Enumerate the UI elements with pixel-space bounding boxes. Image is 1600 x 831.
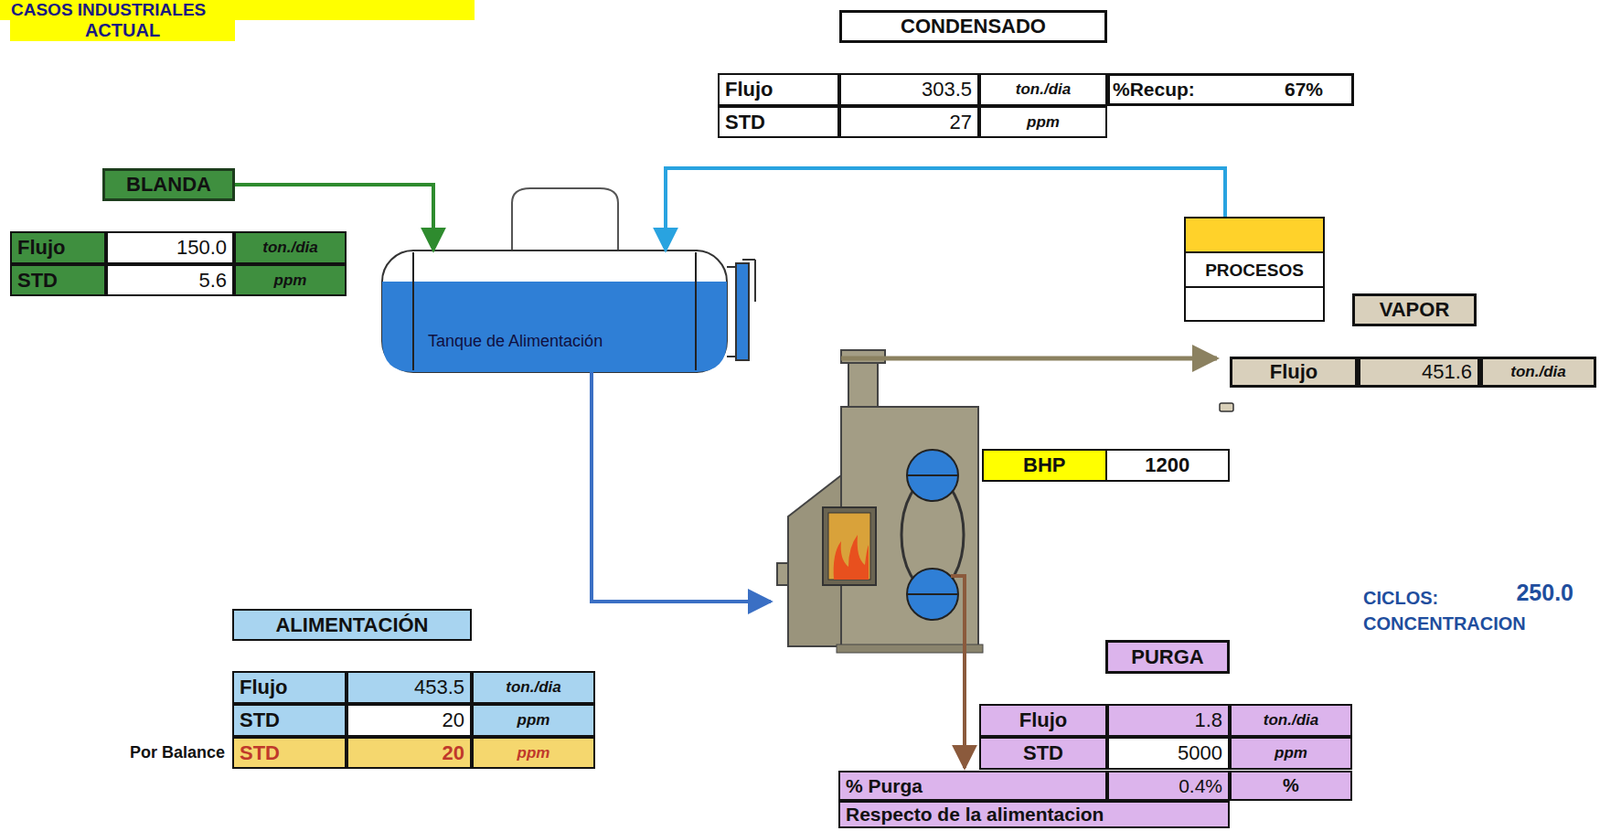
node-text: BLANDA <box>126 172 212 197</box>
table-cell: Flujo <box>979 704 1108 737</box>
node-text: VAPOR <box>1379 298 1451 322</box>
table-cell: 20 <box>346 704 472 737</box>
purge-line <box>950 576 965 768</box>
table-cell: ton./dia <box>471 671 596 704</box>
rating-box: BHP1200 <box>981 448 1230 482</box>
table-cell: 5000 <box>1107 736 1230 770</box>
section-header: ALIMENTACIÓN <box>232 608 472 641</box>
section-header: CONDENSADO <box>839 10 1108 43</box>
table-cell: 27 <box>839 106 980 139</box>
table-cell: STD <box>10 264 107 297</box>
process-band <box>1185 218 1323 254</box>
section-header: PURGA <box>1105 640 1230 674</box>
table-cell: Por Balance <box>91 736 231 769</box>
table-cell: 453.5 <box>346 671 472 704</box>
table-cell: 250.0 <box>1476 577 1579 608</box>
table-cell: %Recup: <box>1107 73 1254 107</box>
table-cell: 5.6 <box>106 264 235 297</box>
table-cell: STD <box>232 704 347 737</box>
table-cell: 451.6 <box>1357 356 1481 388</box>
table-cell: 303.5 <box>839 73 980 107</box>
feed-line <box>591 372 771 602</box>
table-cell: ton./dia <box>1480 356 1597 388</box>
steam-line <box>841 356 1217 362</box>
table-cell: STD <box>979 736 1108 770</box>
table-cell: Flujo <box>717 73 840 107</box>
tank-node: Tanque de Alimentación <box>382 250 727 373</box>
table-cell: STD <box>717 106 840 139</box>
table-cell: Flujo <box>1229 356 1358 388</box>
table-cell: Flujo <box>232 671 347 704</box>
table-cell: Flujo <box>10 231 107 265</box>
table-cell: % Purga <box>838 770 1108 801</box>
node-text: PURGA <box>1130 645 1204 670</box>
feed-tank <box>382 188 756 373</box>
table-cell: ppm <box>1229 736 1353 770</box>
table-cell: 150.0 <box>106 231 235 265</box>
title-banner: CASOS INDUSTRIALES <box>0 0 475 21</box>
node-text: CONDENSADO <box>900 14 1046 39</box>
table-cell: 67% <box>1253 73 1355 107</box>
section-header: VAPOR <box>1352 293 1477 327</box>
table-cell: 1.8 <box>1107 704 1230 737</box>
node-text: ALIMENTACIÓN <box>275 613 428 638</box>
node-text: 1200 <box>1107 450 1229 480</box>
table-cell: ACTUAL <box>10 20 235 42</box>
node-text: PROCESOS <box>1201 255 1308 287</box>
table-cell: ton./dia <box>234 231 347 265</box>
node-text: BHP <box>983 450 1108 480</box>
node-text: Tanque de Alimentación <box>427 331 603 352</box>
boiler <box>777 350 983 653</box>
table-cell: STD <box>232 736 347 769</box>
table-cell: % <box>1229 770 1353 801</box>
table-cell: 0.4% <box>1107 770 1230 801</box>
table-cell: 20 <box>346 736 472 769</box>
table-cell: ppm <box>979 106 1108 139</box>
process-band <box>1185 286 1323 320</box>
table-cell: CONCENTRACION <box>1357 610 1579 637</box>
table-cell: ppm <box>471 736 596 769</box>
flow-connector <box>665 168 1226 251</box>
table-cell: CICLOS: <box>1357 585 1468 611</box>
table-cell: ton./dia <box>979 73 1108 107</box>
table-cell: ppm <box>234 264 347 297</box>
process-box: PROCESOS <box>1184 216 1325 322</box>
table-cell: ppm <box>471 704 596 737</box>
small-marker <box>1219 403 1234 412</box>
table-cell: Respecto de la alimentacion <box>838 800 1230 829</box>
table-cell: ton./dia <box>1229 704 1353 737</box>
section-header: BLANDA <box>102 168 235 202</box>
